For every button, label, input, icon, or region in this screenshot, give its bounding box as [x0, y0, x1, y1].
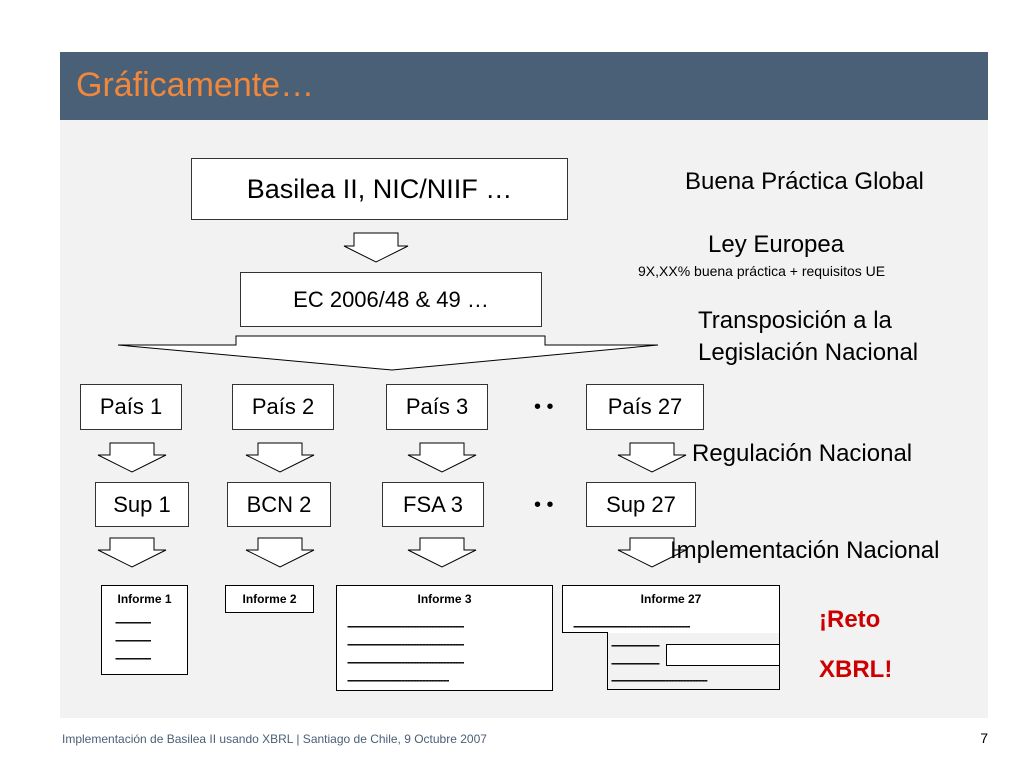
basilea-box: Basilea II, NIC/NIIF …	[191, 158, 568, 220]
country-box: País 1	[80, 384, 182, 430]
country-box: País 3	[386, 384, 488, 430]
down-arrow-icon	[617, 537, 687, 568]
report-line: ------------	[115, 652, 151, 664]
page-number: 7	[980, 730, 988, 746]
down-arrow-icon	[97, 442, 167, 473]
slide-title: Gráficamente…	[76, 66, 315, 104]
report-card: Informe 2	[225, 585, 314, 613]
report-title: Informe 27	[640, 592, 702, 606]
report-line: ------------	[115, 616, 151, 628]
report-card: Informe 27 -----------------------------…	[562, 585, 780, 633]
report-line: ------------	[115, 634, 151, 646]
annotation-national-regulation: Regulación Nacional	[692, 440, 913, 467]
report-line: ---------------------------------------	[573, 620, 690, 632]
report-edge	[607, 632, 608, 690]
report-line: ----------------	[611, 638, 660, 652]
annotation-transposition: Transposición a la	[698, 307, 892, 334]
down-arrow-icon	[407, 537, 477, 568]
report-edge	[779, 632, 780, 644]
report-title: Informe 2	[242, 592, 297, 606]
report-edge	[562, 632, 608, 633]
challenge-text: XBRL!	[819, 656, 893, 683]
ec-directive-box: EC 2006/48 & 49 …	[240, 272, 542, 327]
challenge-text: ¡Reto	[819, 606, 881, 633]
report-card: Informe 1 ------------ ------------ ----…	[101, 585, 188, 675]
report-edge	[779, 665, 780, 690]
country-box: País 2	[232, 384, 334, 430]
report-cutout	[666, 644, 780, 666]
ellipsis: • •	[534, 396, 554, 418]
report-line: --------------------------------	[611, 673, 708, 687]
supervisor-box: BCN 2	[227, 482, 331, 527]
supervisor-box: Sup 27	[586, 482, 696, 527]
report-line: ----------------------------------	[347, 674, 449, 686]
report-card: Informe 3 ------------------------------…	[336, 585, 553, 691]
country-box: País 27	[586, 384, 704, 430]
annotation-global: Buena Práctica Global	[685, 168, 924, 195]
down-arrow-icon	[407, 442, 477, 473]
slide-footer: Implementación de Basilea II usando XBRL…	[62, 732, 487, 746]
funnel-arrow-icon	[117, 335, 659, 371]
supervisor-box: FSA 3	[382, 482, 484, 527]
report-line: ---------------------------------------	[347, 656, 464, 668]
down-arrow-icon	[245, 442, 315, 473]
down-arrow-icon	[343, 232, 409, 263]
down-arrow-icon	[245, 537, 315, 568]
report-line: ---------------------------------------	[347, 638, 464, 650]
annotation-national-implementation: Implementación Nacional	[670, 537, 940, 564]
report-title: Informe 3	[417, 592, 472, 606]
report-line: ---------------------------------------	[347, 620, 464, 632]
ellipsis: • •	[534, 494, 554, 516]
down-arrow-icon	[617, 442, 687, 473]
supervisor-box: Sup 1	[95, 482, 189, 527]
report-edge	[607, 689, 780, 690]
report-line: ----------------	[611, 656, 660, 670]
report-title: Informe 1	[117, 592, 172, 606]
annotation-eu-law-detail: 9X,XX% buena práctica + requisitos UE	[638, 263, 886, 279]
title-bar: Gráficamente…	[60, 52, 988, 120]
annotation-eu-law: Ley Europea	[708, 231, 845, 258]
down-arrow-icon	[97, 537, 167, 568]
annotation-transposition: Legislación Nacional	[698, 339, 919, 366]
